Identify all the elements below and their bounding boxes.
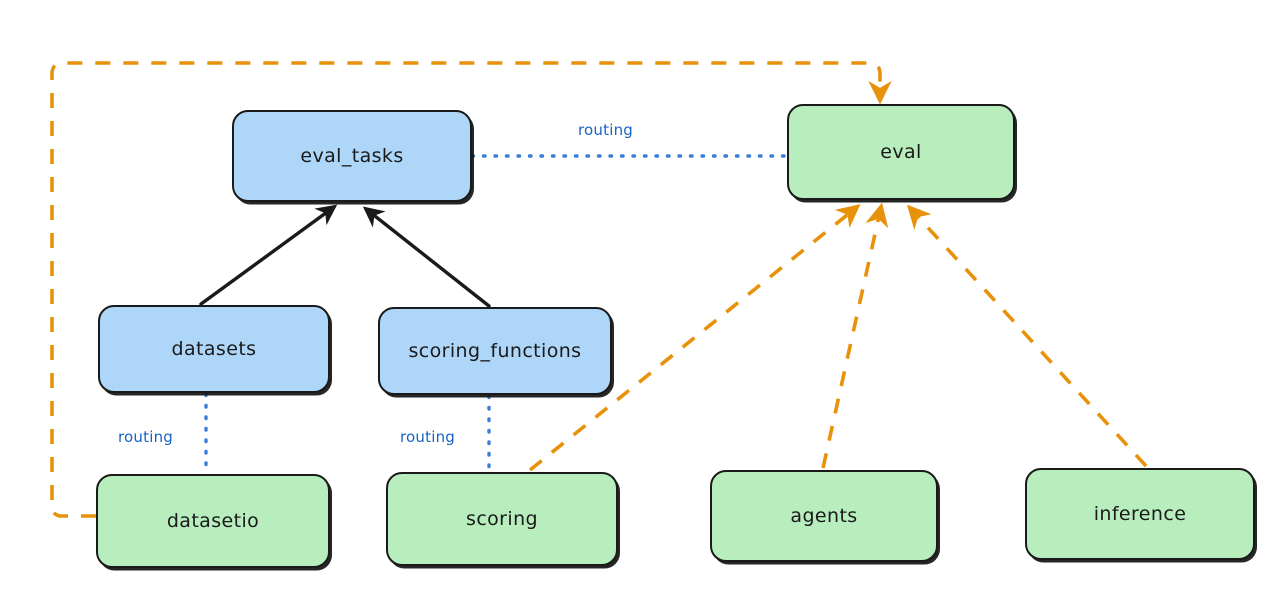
node-scoring-functions[interactable]: scoring_functions (378, 307, 612, 395)
edge-inference-to-eval (906, 204, 1148, 468)
edge-label-routing-datasetio: routing (118, 428, 173, 446)
node-label: datasetio (166, 510, 260, 532)
edge-label-routing-eval: routing (578, 121, 633, 139)
node-inference[interactable]: inference (1025, 468, 1255, 560)
node-datasetio[interactable]: datasetio (96, 474, 330, 568)
edge-datasets-to-eval-tasks (199, 204, 338, 306)
edge-agents-to-eval (821, 202, 889, 469)
edge-datasetio-to-eval (50, 61, 892, 518)
node-datasets[interactable]: datasets (98, 305, 330, 393)
node-label: eval_tasks (300, 145, 404, 167)
node-label: scoring (466, 508, 538, 530)
node-label: eval (880, 141, 922, 163)
edge-label-routing-scoring: routing (400, 428, 455, 446)
node-label: inference (1093, 503, 1187, 525)
edge-scoring-functions-to-eval-tasks (362, 206, 491, 308)
node-eval-tasks[interactable]: eval_tasks (232, 110, 472, 202)
node-label: datasets (171, 338, 257, 360)
node-label: scoring_functions (408, 340, 582, 362)
node-agents[interactable]: agents (710, 470, 938, 562)
node-scoring[interactable]: scoring (386, 472, 618, 566)
node-label: agents (790, 505, 858, 527)
edge-scoring-to-eval (528, 204, 861, 472)
node-eval[interactable]: eval (787, 104, 1015, 200)
